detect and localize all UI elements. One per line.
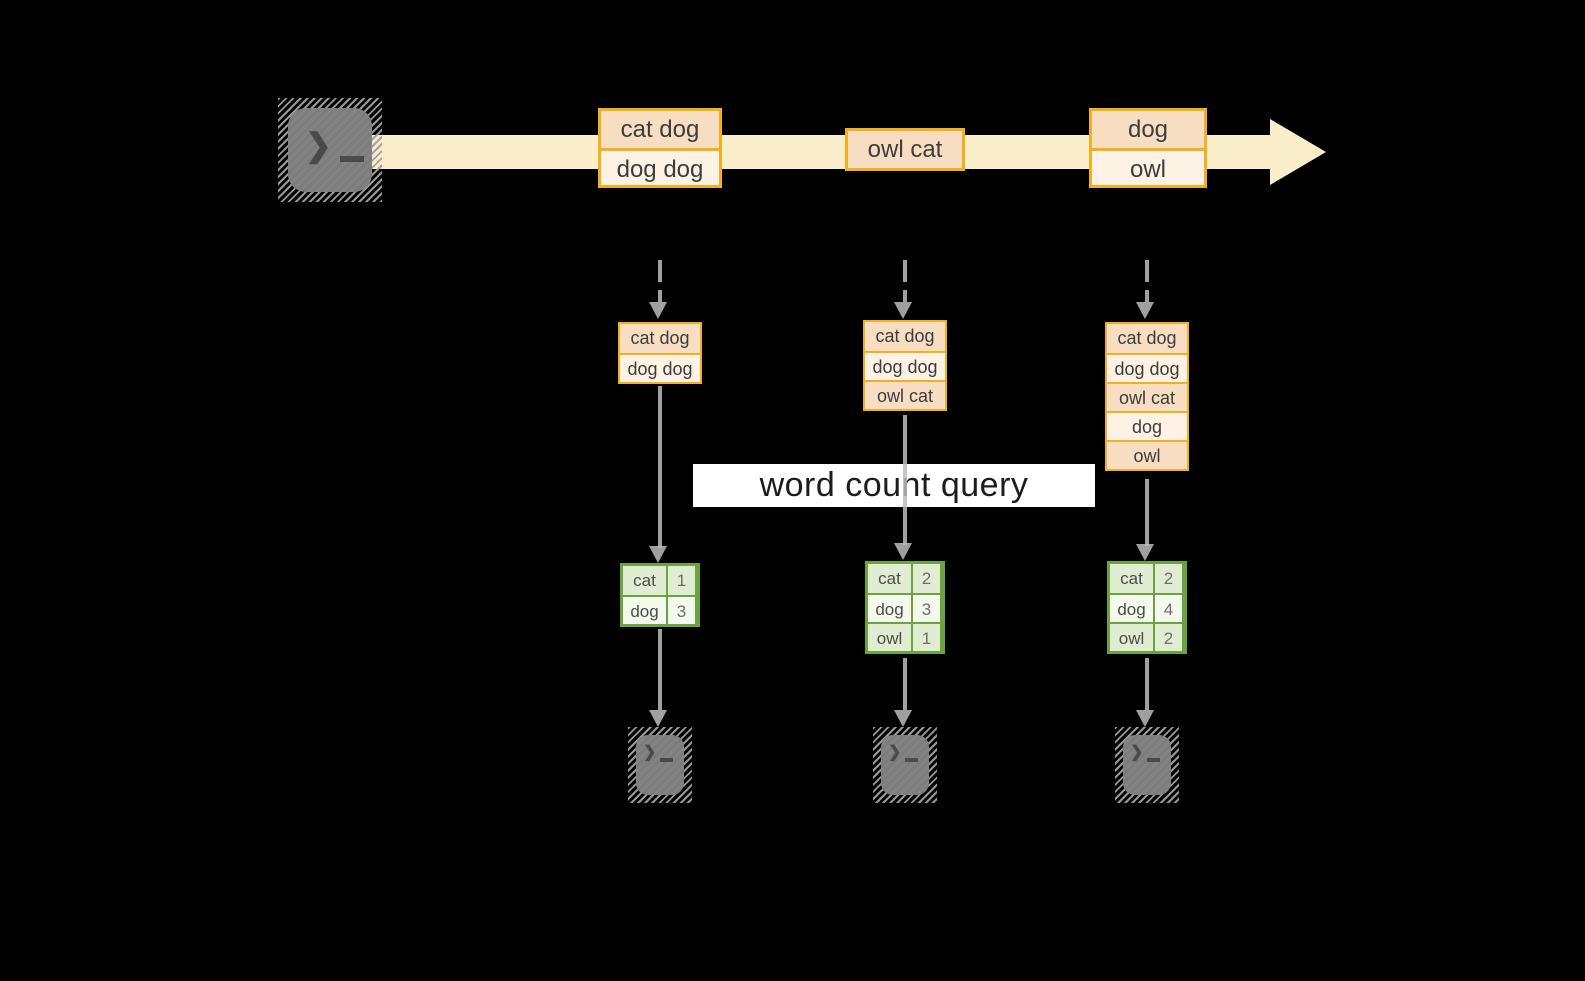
query-label: word count query — [759, 466, 1029, 504]
query-band: word count query — [693, 464, 1095, 507]
terminal-prompt-icon: ❯ — [305, 127, 332, 163]
word-cell: owl — [868, 624, 913, 651]
stack-line: dog dog — [620, 353, 700, 382]
count-cell: 3 — [913, 595, 940, 622]
stack-line: dog dog — [1107, 353, 1187, 382]
count-cell: 2 — [913, 564, 940, 593]
terminal-prompt-icon: ❯ — [1130, 744, 1144, 761]
batch-line: dog dog — [601, 148, 719, 185]
dashed-arrow-line — [658, 260, 662, 302]
terminal-body: ❯ — [881, 735, 929, 795]
source-terminal-icon: ❯ — [278, 98, 382, 202]
stack-line: owl — [1107, 440, 1187, 469]
stack-line: cat dog — [620, 324, 700, 353]
terminal-cursor-icon — [340, 156, 364, 162]
terminal-cursor-icon — [660, 758, 673, 762]
word-cell: cat — [623, 566, 668, 595]
terminal-body: ❯ — [1123, 735, 1171, 795]
arrow-head-icon — [1136, 302, 1154, 319]
count-cell: 1 — [668, 566, 695, 595]
terminal-body: ❯ — [288, 108, 372, 192]
stack-line: cat dog — [865, 322, 945, 351]
stream-arrowhead-icon — [1270, 119, 1326, 185]
terminal-prompt-icon: ❯ — [643, 744, 657, 761]
word-cell: owl — [1110, 624, 1155, 651]
word-cell: cat — [1110, 564, 1155, 593]
arrow-line — [903, 658, 907, 710]
arrow-head-icon — [894, 543, 912, 560]
word-cell: dog — [623, 597, 668, 624]
terminal-cursor-icon — [1147, 758, 1160, 762]
arrow-head-icon — [649, 302, 667, 319]
batch-line: dog — [1092, 111, 1204, 148]
arrow-head-icon — [1136, 544, 1154, 561]
stream-batch-box: owl cat — [845, 128, 965, 171]
dashed-arrow-line — [903, 260, 907, 302]
output-terminal-icon: ❯ — [628, 727, 692, 803]
arrow-line — [903, 415, 907, 545]
output-terminal-icon: ❯ — [1115, 727, 1179, 803]
arrow-line — [1145, 479, 1149, 546]
arrow-line — [1145, 658, 1149, 710]
stack-line: owl cat — [865, 380, 945, 409]
arrow-head-icon — [1136, 710, 1154, 727]
word-cell: cat — [868, 564, 913, 593]
stack-line: dog dog — [865, 351, 945, 380]
terminal-cursor-icon — [905, 758, 918, 762]
arrow-head-icon — [894, 710, 912, 727]
arrow-head-icon — [894, 302, 912, 319]
terminal-body: ❯ — [636, 735, 684, 795]
arrow-head-icon — [649, 546, 667, 563]
stack-line: dog — [1107, 411, 1187, 440]
word-cell: dog — [1110, 595, 1155, 622]
count-cell: 2 — [1155, 564, 1182, 593]
batch-line: cat dog — [601, 111, 719, 148]
count-cell: 2 — [1155, 624, 1182, 651]
count-cell: 3 — [668, 597, 695, 624]
terminal-prompt-icon: ❯ — [888, 744, 902, 761]
batch-line: owl cat — [848, 131, 962, 168]
arrow-line — [658, 386, 662, 548]
arrow-line — [658, 629, 662, 710]
stack-line: owl cat — [1107, 382, 1187, 411]
arrow-head-icon — [649, 710, 667, 727]
stack-line: cat dog — [1107, 324, 1187, 353]
output-terminal-icon: ❯ — [873, 727, 937, 803]
dashed-arrow-line — [1145, 260, 1149, 302]
word-cell: dog — [868, 595, 913, 622]
count-cell: 1 — [913, 624, 940, 651]
count-cell: 4 — [1155, 595, 1182, 622]
batch-line: owl — [1092, 148, 1204, 185]
